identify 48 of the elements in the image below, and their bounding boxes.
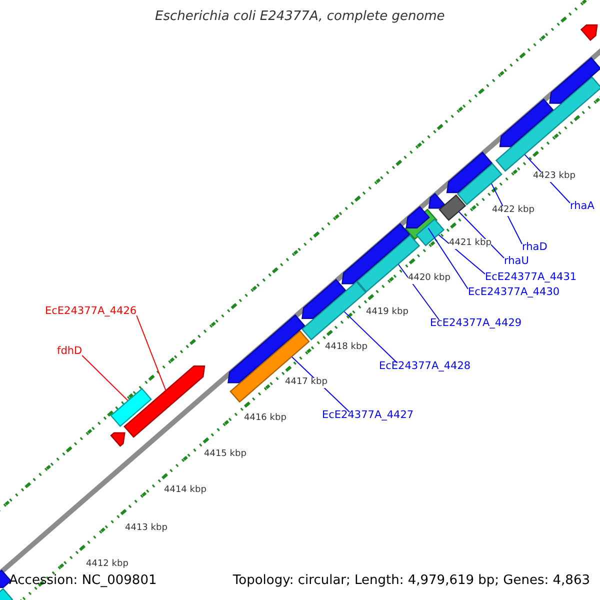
gene-segment [0, 588, 14, 600]
scale-label: 4419 kbp [366, 308, 408, 318]
scale-label: 4415 kbp [204, 450, 246, 460]
scale-label: 4422 kbp [492, 206, 534, 216]
leader-line [458, 211, 504, 258]
scale-label: 4416 kbp [244, 414, 286, 424]
gene-label: EcE24377A_4429 [430, 318, 522, 330]
gene-label: fdhD [57, 346, 82, 358]
scale-label: 4414 kbp [164, 486, 206, 496]
leader-line [136, 315, 166, 390]
gene-segment [301, 280, 367, 340]
gene-label: EcE24377A_4430 [468, 287, 560, 299]
gene-segment [428, 192, 446, 209]
gene-segment [549, 57, 600, 104]
leader-line [428, 228, 468, 290]
gene-segment [228, 314, 306, 384]
gene-segment [110, 432, 126, 447]
gene-label: EcE24377A_4427 [322, 410, 414, 422]
gene-segment [124, 366, 206, 438]
leader-line [344, 311, 398, 364]
scale-label: 4420 kbp [408, 274, 450, 284]
gene-segment [499, 98, 554, 148]
scale-label: 4418 kbp [325, 343, 368, 353]
gene-label: rhaU [504, 256, 529, 268]
gene-label: EcE24377A_4426 [45, 306, 137, 318]
gene-segment [495, 76, 600, 172]
gene-segment [230, 330, 310, 403]
gene-segment [456, 162, 502, 206]
gene-label: EcE24377A_4431 [485, 272, 577, 284]
gene-segment [438, 194, 466, 222]
gene-segment [110, 388, 152, 428]
leader-line [438, 234, 486, 274]
gene-label: EcE24377A_4428 [379, 361, 471, 373]
scale-label: 4417 kbp [285, 378, 328, 388]
gene-segment [302, 278, 346, 319]
scale-label: 4421 kbp [449, 239, 492, 249]
gene-segment [342, 223, 410, 284]
scale-label: 4412 kbp [86, 560, 128, 570]
title: Escherichia coli E24377A, complete genome [155, 10, 445, 24]
leader-line [398, 264, 440, 320]
gene-segment [446, 152, 493, 194]
scale-label: 4423 kbp [533, 172, 576, 182]
leader-line [82, 355, 128, 401]
gene-label: rhaA [570, 201, 594, 213]
gene-label: rhaD [522, 242, 548, 254]
genome-info-text: Topology: circular; Length: 4,979,619 bp; Genes: 4,863 [232, 574, 590, 588]
scale-label: 4413 kbp [125, 524, 168, 534]
gene-segment [580, 24, 598, 42]
